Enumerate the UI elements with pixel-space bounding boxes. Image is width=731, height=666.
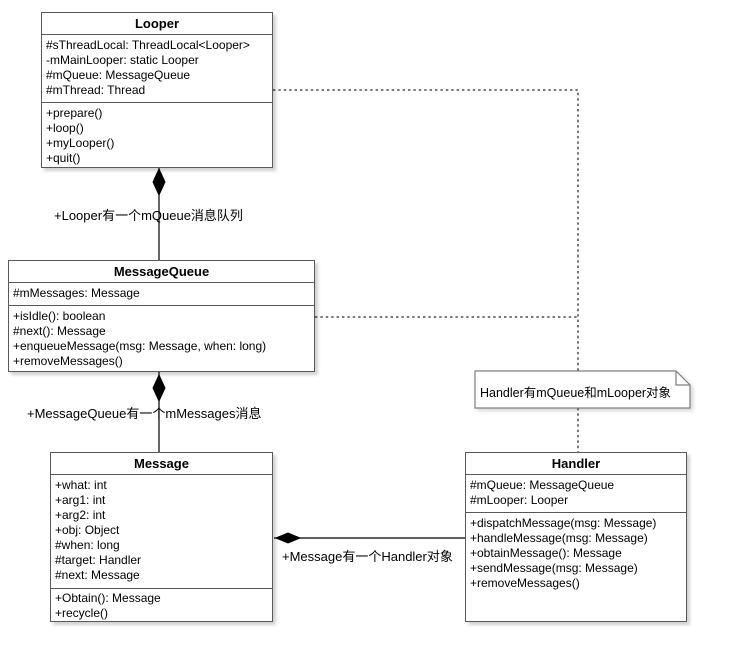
class-member-line: +isIdle(): boolean bbox=[13, 309, 106, 323]
class-name-handler: Handler bbox=[466, 453, 686, 475]
class-attributes-handler: #mQueue: MessageQueue#mLooper: Looper bbox=[466, 475, 686, 513]
class-member-line: +handleMessage(msg: Message) bbox=[470, 531, 648, 545]
class-member-line: +Obtain(): Message bbox=[55, 591, 161, 605]
class-methods-looper: +prepare()+loop()+myLooper()+quit() bbox=[42, 103, 272, 167]
class-member-line: #next: Message bbox=[55, 568, 140, 582]
class-member-line: #mThread: Thread bbox=[46, 83, 146, 97]
class-member-line: +quit() bbox=[46, 151, 81, 165]
edge-label-looper-messagequeue: +Looper有一个mQueue消息队列 bbox=[54, 208, 243, 223]
class-member-line: +what: int bbox=[55, 478, 107, 492]
class-box-messagequeue: MessageQueue #mMessages: Message +isIdle… bbox=[8, 260, 315, 372]
composition-diamond-message bbox=[274, 532, 302, 544]
class-member-line: +loop() bbox=[46, 121, 84, 135]
uml-note-text: Handler有mQueue和mLooper对象 bbox=[480, 386, 672, 400]
class-methods-messagequeue: +isIdle(): boolean#next(): Message+enque… bbox=[9, 306, 314, 371]
class-member-line: +sendMessage(msg: Message) bbox=[470, 561, 638, 575]
class-member-line: #target: Handler bbox=[55, 553, 142, 567]
class-member-line: +arg2: int bbox=[55, 508, 106, 522]
class-member-line: +removeMessages() bbox=[470, 576, 580, 590]
class-name-message: Message bbox=[51, 453, 272, 475]
class-member-line: #mQueue: MessageQueue bbox=[46, 68, 191, 82]
class-box-message: Message +what: int+arg1: int+arg2: int+o… bbox=[50, 452, 273, 622]
class-box-handler: Handler #mQueue: MessageQueue#mLooper: L… bbox=[465, 452, 687, 622]
class-attributes-looper: #sThreadLocal: ThreadLocal<Looper>-mMain… bbox=[42, 35, 272, 103]
note-shape bbox=[474, 370, 691, 409]
class-member-line: #when: long bbox=[55, 538, 120, 552]
class-member-line: +arg1: int bbox=[55, 493, 106, 507]
class-attributes-messagequeue: #mMessages: Message bbox=[9, 283, 314, 306]
class-member-line: +obj: Object bbox=[55, 523, 120, 537]
class-box-looper: Looper #sThreadLocal: ThreadLocal<Looper… bbox=[41, 12, 273, 168]
note-fold-icon bbox=[675, 371, 690, 386]
composition-diamond-messagequeue bbox=[152, 373, 166, 403]
class-member-line: +obtainMessage(): Message bbox=[470, 546, 622, 560]
class-methods-message: +Obtain(): Message+recycle() bbox=[51, 589, 272, 621]
class-attributes-message: +what: int+arg1: int+arg2: int+obj: Obje… bbox=[51, 475, 272, 589]
class-member-line: #mMessages: Message bbox=[13, 286, 140, 300]
class-member-line: -mMainLooper: static Looper bbox=[46, 53, 199, 67]
class-member-line: +enqueueMessage(msg: Message, when: long… bbox=[13, 339, 267, 353]
edge-label-message-handler: +Message有一个Handler对象 bbox=[282, 549, 453, 564]
class-methods-handler: +dispatchMessage(msg: Message)+handleMes… bbox=[466, 513, 686, 621]
dashed-line-looper-to-handler bbox=[273, 89, 579, 371]
class-member-line: #next(): Message bbox=[13, 324, 106, 338]
edge-label-messagequeue-message: +MessageQueue有一个mMessages消息 bbox=[27, 406, 262, 421]
class-member-line: +myLooper() bbox=[46, 136, 115, 150]
class-member-line: +removeMessages() bbox=[13, 354, 123, 368]
class-member-line: #mQueue: MessageQueue bbox=[470, 478, 615, 492]
class-name-messagequeue: MessageQueue bbox=[9, 261, 314, 283]
class-member-line: #mLooper: Looper bbox=[470, 493, 569, 507]
class-name-looper: Looper bbox=[42, 13, 272, 35]
composition-diamond-looper bbox=[152, 167, 166, 197]
class-member-line: +recycle() bbox=[55, 606, 109, 620]
class-member-line: +prepare() bbox=[46, 106, 103, 120]
class-member-line: +dispatchMessage(msg: Message) bbox=[470, 516, 657, 530]
class-member-line: #sThreadLocal: ThreadLocal<Looper> bbox=[46, 38, 250, 52]
